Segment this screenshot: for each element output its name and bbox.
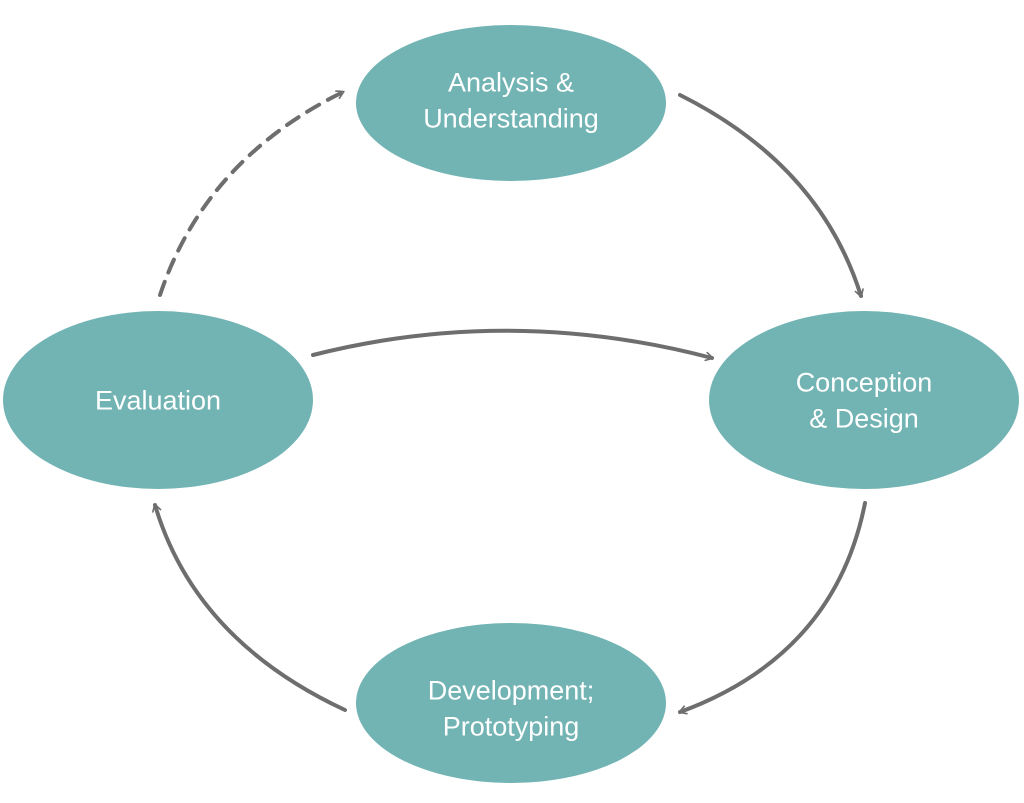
node-development-line2: Prototyping xyxy=(443,711,580,741)
node-evaluation: Evaluation xyxy=(3,311,313,489)
arrow-conception-to-development xyxy=(678,501,867,715)
arrow-development-to-evaluation xyxy=(152,503,347,712)
node-conception-line2: & Design xyxy=(809,403,919,433)
node-analysis-line2: Understanding xyxy=(423,103,599,133)
node-evaluation-label: Evaluation xyxy=(95,385,221,415)
node-conception-line1: Conception xyxy=(796,367,933,397)
arrow-analysis-to-conception xyxy=(678,93,864,298)
node-analysis: Analysis & Understanding xyxy=(356,25,666,181)
node-analysis-line1: Analysis & xyxy=(448,67,574,97)
node-conception: Conception & Design xyxy=(709,311,1019,489)
node-development: Development; Prototyping xyxy=(356,623,666,783)
arrow-evaluation-to-conception xyxy=(311,328,714,362)
arrow-evaluation-to-analysis-dashed xyxy=(158,90,345,297)
node-development-line1: Development; xyxy=(428,675,595,705)
